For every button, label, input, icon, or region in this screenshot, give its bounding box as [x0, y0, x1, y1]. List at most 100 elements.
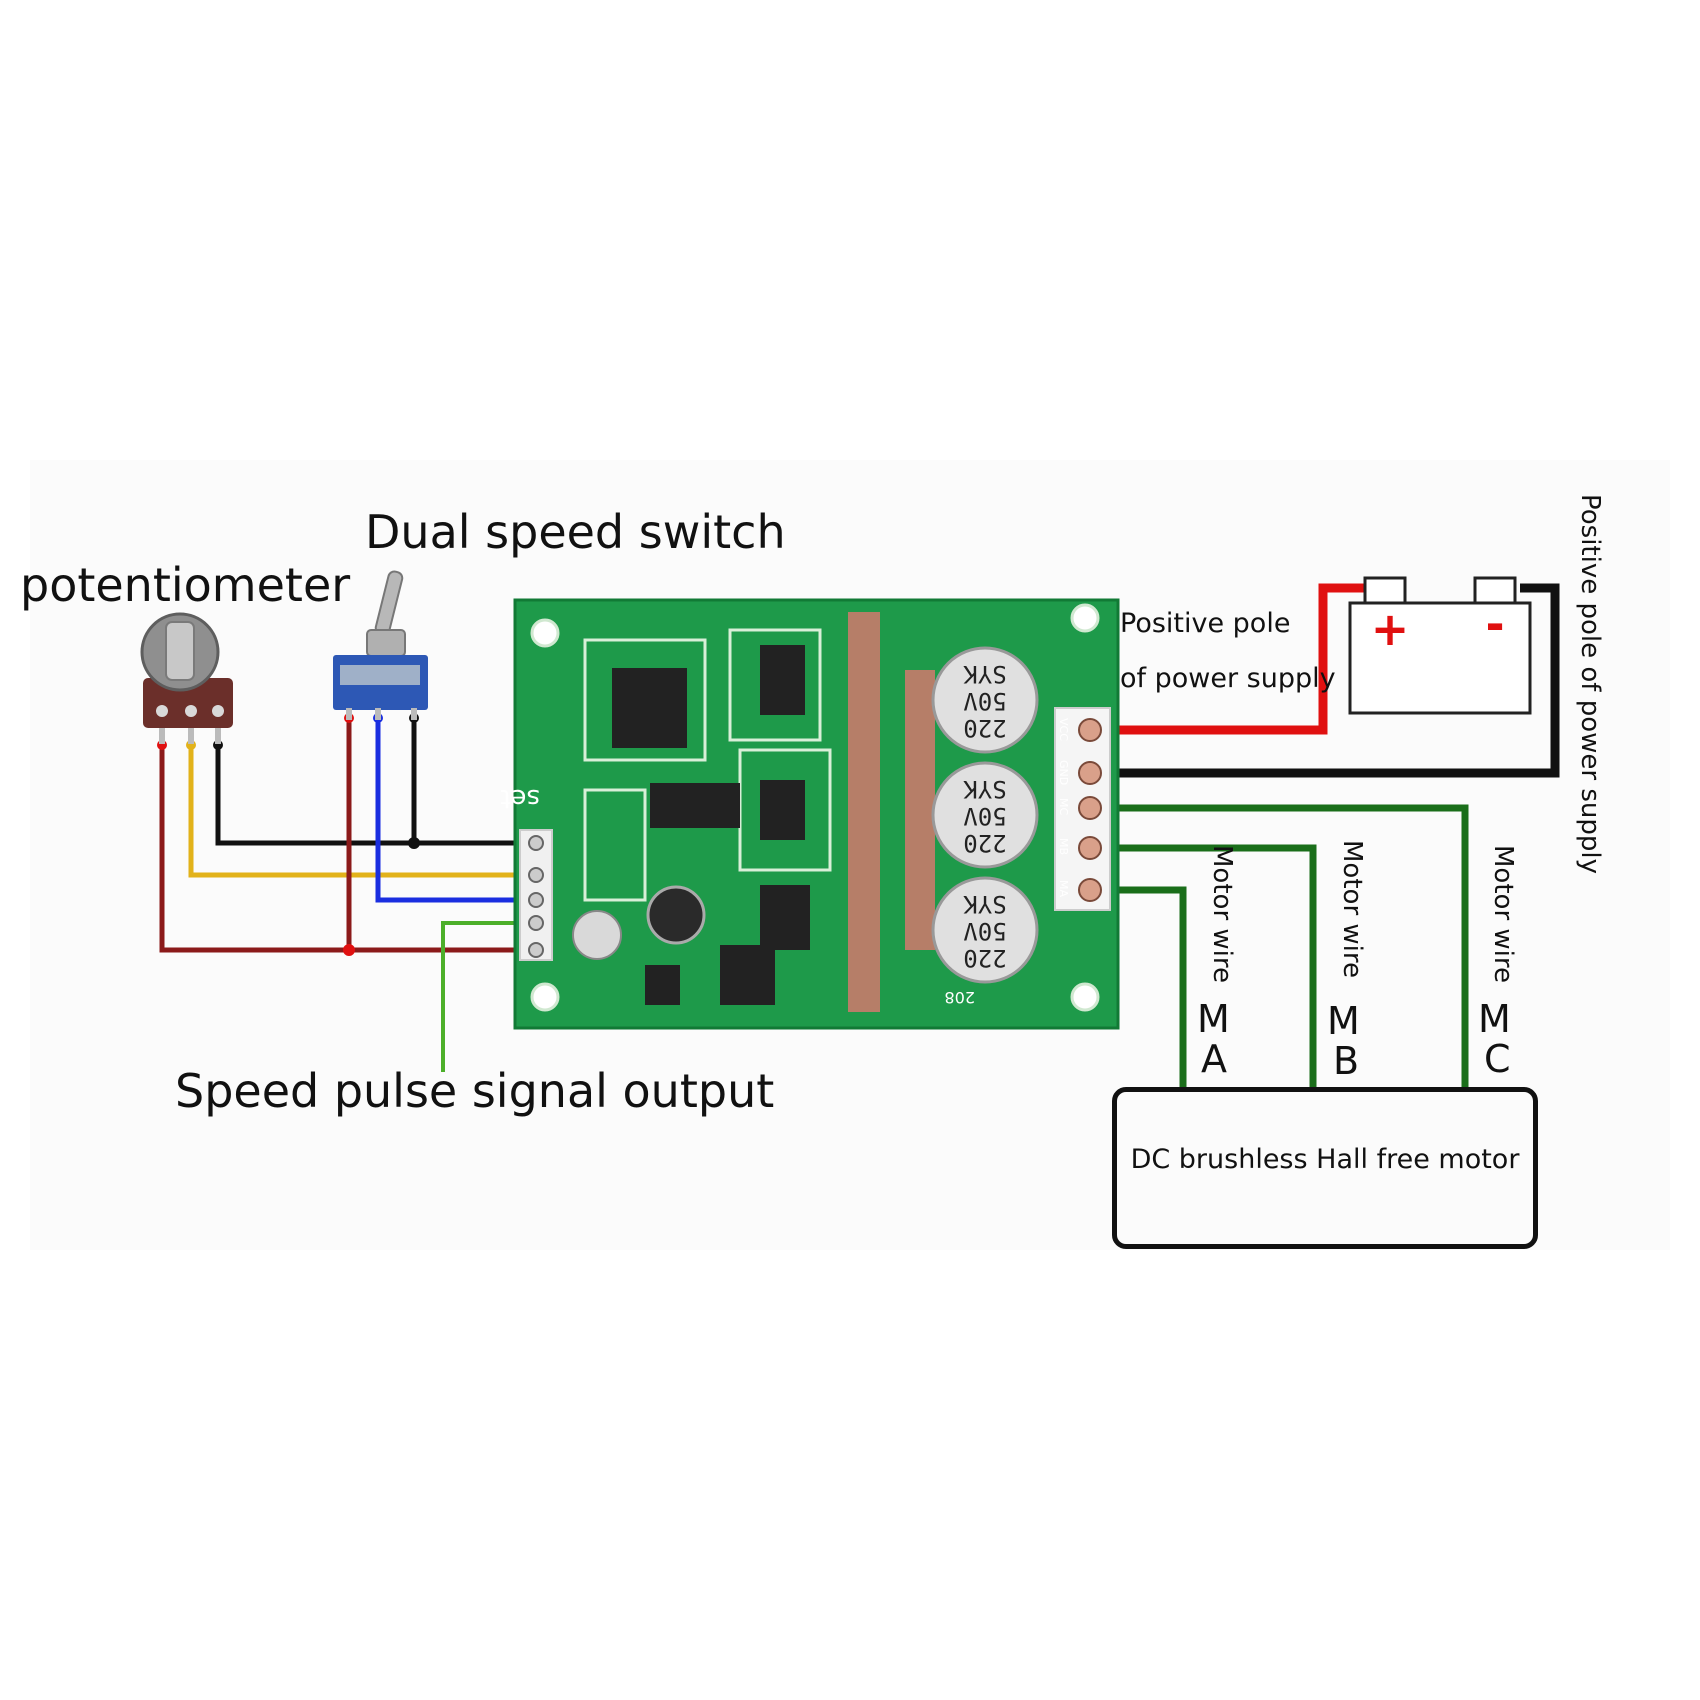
motor-wire-a-label: Motor wire [1207, 845, 1237, 983]
battery-body [1348, 601, 1532, 715]
cap-1-text-b: 50V [963, 687, 1006, 715]
silk-block-4 [583, 788, 647, 902]
left-pin-2 [528, 867, 544, 883]
cap-1-text-c: SYK [963, 660, 1007, 688]
potentiometer-label: potentiometer [20, 558, 351, 612]
motor-phase-b-letter: B [1333, 1039, 1360, 1083]
negative-pole-label: Positive pole of power supply [1575, 494, 1605, 874]
motor-wire-c-label: Motor wire [1488, 845, 1518, 983]
capacitor-1: 220 50V SYK [931, 646, 1039, 754]
ic-7 [645, 965, 680, 1005]
dual-speed-switch [333, 570, 428, 720]
ic-6 [720, 945, 775, 1005]
ic-4 [760, 780, 805, 840]
pot-lead-2 [188, 728, 194, 744]
mount-hole-tr [1070, 603, 1100, 633]
pot-terminal-2 [185, 705, 197, 717]
speed-pulse-label: Speed pulse signal output [175, 1064, 775, 1118]
ic-1 [612, 668, 687, 748]
left-pin-3 [528, 892, 544, 908]
switch-pin-1 [346, 708, 352, 720]
switch-wires [346, 718, 535, 950]
mount-hole-bl [530, 982, 560, 1012]
potentiometer-wires [159, 743, 535, 953]
motor-wire-b [1093, 844, 1317, 1087]
potentiometer [140, 612, 233, 744]
battery-terminal-plus [1363, 576, 1407, 605]
pin-label-mb: MB [1057, 838, 1070, 855]
copper-strip-2 [905, 670, 935, 950]
ic-5 [760, 885, 810, 950]
cap-3-text-a: 220 [963, 944, 1006, 972]
pin-label-vcc: VCC [1057, 718, 1070, 741]
mount-hole-tl [530, 618, 560, 648]
battery-terminal-minus [1473, 576, 1517, 605]
cap-3-text-b: 50V [963, 917, 1006, 945]
motor-phase-a-m: M [1197, 997, 1230, 1041]
left-connector [519, 829, 553, 961]
pot-lead-3 [215, 728, 221, 744]
motor-phase-c-letter: C [1484, 1037, 1511, 1081]
switch-pin-3 [411, 708, 417, 720]
pin-label-ma: MA [1057, 880, 1070, 897]
battery: + - [1348, 576, 1532, 715]
mount-hole-br [1070, 982, 1100, 1012]
left-pin-5 [528, 942, 544, 958]
cap-3-text-c: SYK [963, 890, 1007, 918]
motor-label: DC brushless Hall free motor [1130, 1144, 1520, 1175]
ic-2 [650, 783, 740, 828]
dual-speed-switch-label: Dual speed switch [365, 505, 786, 559]
copper-strip-1 [848, 612, 880, 1012]
controller-board: 220 50V SYK 220 50V SYK 220 50V SYK set … [500, 598, 1120, 1030]
right-pin-mc [1078, 796, 1102, 820]
right-pin-gnd [1078, 761, 1102, 785]
pot-shaft [165, 621, 195, 681]
capacitor-3: 220 50V SYK [931, 876, 1039, 984]
pot-wire-black [215, 743, 535, 846]
motor-phase-c-m: M [1478, 997, 1511, 1041]
motor-phase-a-letter: A [1201, 1037, 1227, 1081]
pot-wire-dark-red [159, 743, 535, 953]
board-code-text: 208 [944, 988, 975, 1007]
pot-terminal-3 [212, 705, 224, 717]
cap-1-text-a: 220 [963, 714, 1006, 742]
small-cap-1 [572, 910, 622, 960]
joint-black [408, 837, 420, 849]
switch-bushing [366, 629, 406, 657]
pot-lead-1 [159, 728, 165, 744]
positive-pole-label-line1: Positive pole [1120, 608, 1291, 639]
board-set-text: set [500, 783, 540, 813]
power-wire-red [1093, 583, 1368, 735]
switch-pin-2 [375, 708, 381, 720]
right-pin-mb [1078, 836, 1102, 860]
pin-label-mc: MC [1057, 798, 1070, 815]
battery-minus-sign: - [1485, 597, 1504, 651]
pot-wire-yellow [188, 743, 535, 878]
right-pin-ma [1078, 878, 1102, 902]
motor-wires [1093, 804, 1469, 1087]
motor-wire-a [1093, 886, 1187, 1087]
switch-wire-blue [375, 718, 535, 903]
silk-block-1 [583, 638, 707, 762]
joint-red-left [343, 944, 355, 956]
cap-2-text-a: 220 [963, 829, 1006, 857]
battery-plus-sign: + [1371, 602, 1410, 656]
switch-plate [340, 665, 420, 685]
silk-block-2 [728, 628, 822, 742]
power-wire-black [1093, 583, 1560, 778]
right-pin-vcc [1078, 718, 1102, 742]
capacitor-2: 220 50V SYK [931, 761, 1039, 869]
left-pin-1 [528, 835, 544, 851]
cap-2-text-b: 50V [963, 802, 1006, 830]
left-pin-4 [528, 915, 544, 931]
motor-box: DC brushless Hall free motor [1112, 1087, 1538, 1249]
speed-pulse-wire [441, 921, 535, 1072]
motor-wire-b-label: Motor wire [1337, 840, 1367, 978]
motor-wire-c [1093, 804, 1469, 1087]
pin-label-gnd: GND [1057, 760, 1070, 785]
motor-phase-b-m: M [1327, 999, 1360, 1043]
small-cap-2 [646, 885, 706, 945]
ic-3 [760, 645, 805, 715]
pot-terminal-1 [156, 705, 168, 717]
